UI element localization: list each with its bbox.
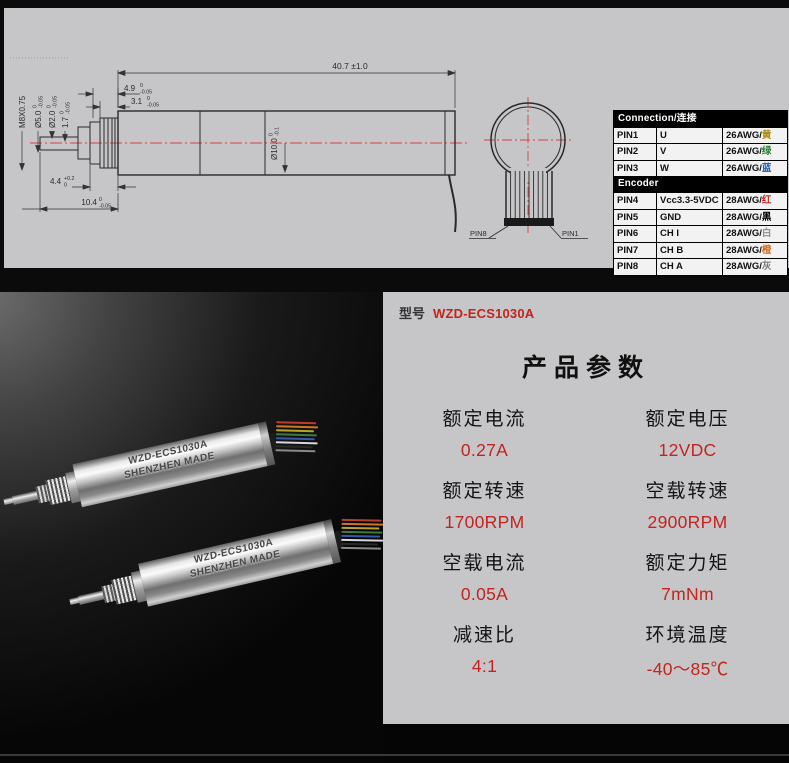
svg-text:Ø10.0: Ø10.0 <box>270 138 279 160</box>
spec-panel: 型号 WZD-ECS1030A 产品参数 额定电流 0.27A 额定电压 12VD… <box>383 292 789 724</box>
dimension-lines <box>19 70 457 212</box>
model-row: 型号 WZD-ECS1030A <box>383 292 789 322</box>
model-number: WZD-ECS1030A <box>433 306 535 321</box>
spec-cell: 额定力矩 7mNm <box>645 553 730 604</box>
svg-text:-0.05: -0.05 <box>53 96 59 108</box>
spec-cell: 减速比 4:1 <box>452 625 516 676</box>
svg-text:0: 0 <box>269 133 275 136</box>
svg-text:0: 0 <box>64 183 67 189</box>
svg-text:-0.1: -0.1 <box>275 127 281 136</box>
technical-drawing-section: 40.7 ±1.0 4.9 0 -0.05 3.1 0 -0.05 M8X0.7… <box>0 0 789 292</box>
end-view: PIN8 PIN1 <box>469 97 588 239</box>
panel-title: 产品参数 <box>521 354 650 382</box>
model-label: 型号 <box>399 306 426 321</box>
svg-text:0: 0 <box>60 111 66 114</box>
table-section-encoder: Encoder <box>614 176 787 193</box>
svg-text:4.4: 4.4 <box>50 177 62 186</box>
svg-text:-0.05: -0.05 <box>147 103 159 109</box>
dim-4-9: 4.9 0 -0.05 <box>124 83 152 96</box>
motor-photo: WZD-ECS1030A SHENZHEN MADE <box>0 292 383 763</box>
svg-text:Ø2.0: Ø2.0 <box>48 110 57 128</box>
ribbon-cable <box>505 171 553 220</box>
motor-body: WZD-ECS1030A SHENZHEN MADE <box>138 520 334 607</box>
product-info-section: WZD-ECS1030A SHENZHEN MADE <box>0 292 789 763</box>
dim-3-1: 3.1 0 -0.05 <box>131 96 159 109</box>
motor-shaft <box>11 490 39 505</box>
svg-text:1.7: 1.7 <box>61 116 70 128</box>
spec-cell: 额定电压 12VDC <box>645 409 730 460</box>
spec-cell: 额定电流 0.27A <box>442 409 527 460</box>
svg-text:-0.05: -0.05 <box>99 204 111 210</box>
motor-wires <box>275 419 320 454</box>
wire-tail <box>448 174 457 233</box>
dim-overall: 40.7 ±1.0 <box>332 61 368 71</box>
svg-text:0: 0 <box>47 105 53 108</box>
spec-grid: 额定电流 0.27A 额定电压 12VDC 额定转速 1700RPM 空载转速 … <box>383 404 789 692</box>
dim-10-4: 10.4 0 -0.05 <box>81 197 111 210</box>
side-view <box>39 110 457 233</box>
svg-text:-0.05: -0.05 <box>39 96 45 108</box>
pin1-label: PIN1 <box>562 229 579 238</box>
spec-cell: 空载转速 2900RPM <box>645 481 730 532</box>
dim-dia2: Ø2.0 0 -0.05 <box>47 96 59 128</box>
engraving-text: WZD-ECS1030A SHENZHEN MADE <box>123 438 216 481</box>
dim-dia10: Ø10.0 0 -0.1 <box>269 127 281 160</box>
svg-text:3.1: 3.1 <box>131 97 143 106</box>
spec-cell: 环境温度 -40～85℃ <box>645 625 730 679</box>
spec-cell: 空载电流 0.05A <box>442 553 527 604</box>
svg-text:M8X0.75: M8X0.75 <box>18 95 27 128</box>
svg-text:10.4: 10.4 <box>81 198 97 207</box>
svg-text:-0.05: -0.05 <box>66 102 72 114</box>
motor-wires <box>341 517 383 552</box>
dim-4-4: 4.4 +0.2 0 <box>50 176 75 189</box>
motor-image-bottom: WZD-ECS1030A SHENZHEN MADE <box>65 508 383 624</box>
dim-dia5: Ø5.0 0 -0.05 <box>33 96 45 128</box>
pin8-label: PIN8 <box>470 229 487 238</box>
divider-line <box>0 754 789 756</box>
svg-text:0: 0 <box>147 96 150 102</box>
dim-1-7: 1.7 0 -0.05 <box>60 102 72 128</box>
svg-text:0: 0 <box>140 83 143 89</box>
motor-image-top: WZD-ECS1030A SHENZHEN MADE <box>0 411 324 524</box>
engraving-text: WZD-ECS1030A SHENZHEN MADE <box>189 536 281 580</box>
svg-text:4.9: 4.9 <box>124 84 136 93</box>
svg-text:0: 0 <box>33 105 39 108</box>
table-section-connection: Connection/连接 <box>614 111 787 127</box>
spec-cell: 额定转速 1700RPM <box>442 481 527 532</box>
motor-body: WZD-ECS1030A SHENZHEN MADE <box>72 423 268 508</box>
motor-shaft <box>77 589 105 605</box>
svg-text:0: 0 <box>99 197 102 203</box>
svg-text:Ø5.0: Ø5.0 <box>34 110 43 128</box>
dim-thread: M8X0.75 <box>18 95 27 128</box>
svg-text:+0.2: +0.2 <box>64 176 75 182</box>
svg-text:-0.05: -0.05 <box>140 90 152 96</box>
